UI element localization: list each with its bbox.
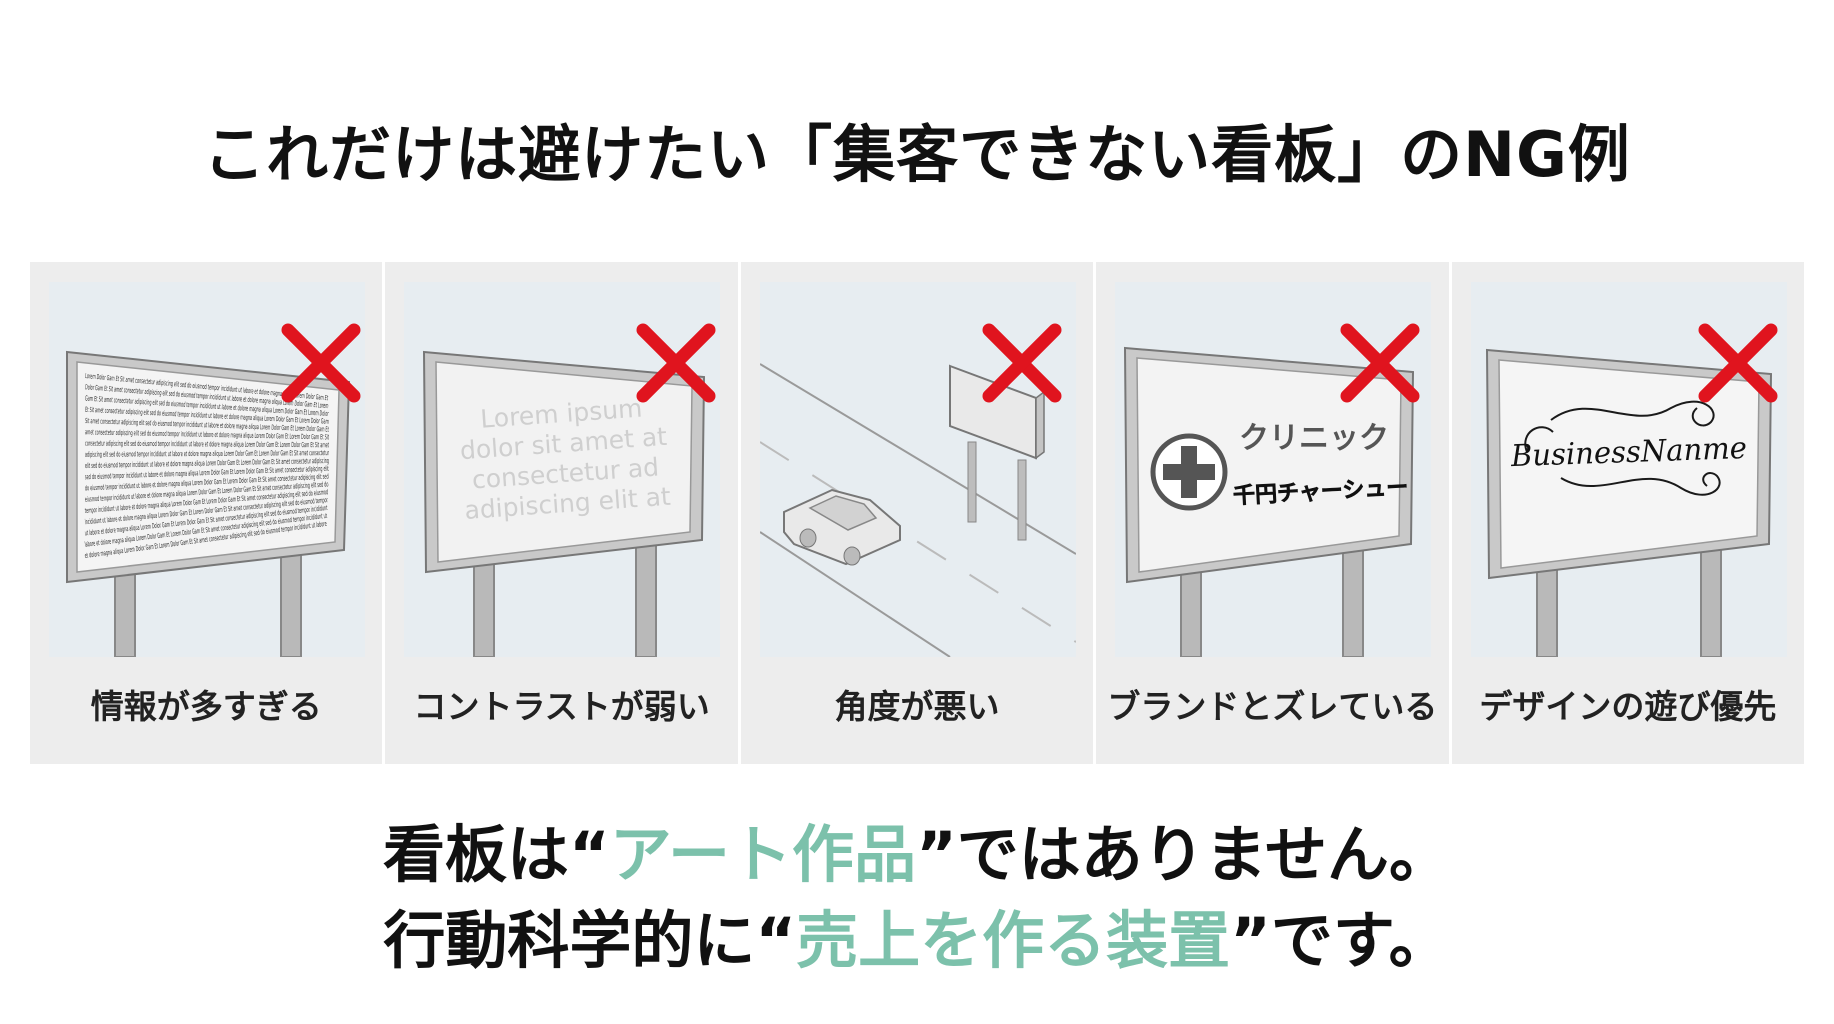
dense-text-line: adipiscing elit sed do eiusmod tempor in… <box>85 449 329 459</box>
billboard-illustration-angled <box>759 282 1076 657</box>
message-line-2: 行動科学的に“売上を作る装置”です。 <box>0 898 1834 984</box>
billboard-illustration-mismatch: クリニック 千円チャーシュー <box>1115 282 1432 657</box>
closing-message: 看板は“アート作品”ではありません。 行動科学的に“売上を作る装置”です。 <box>0 812 1834 984</box>
panel-caption: コントラストが弱い <box>413 687 710 726</box>
billboard-illustration-script: BusinessNanme <box>1470 282 1787 657</box>
billboard-illustration-faded: Lorem ipsum dolor sit amet at consectetu… <box>404 282 721 657</box>
panel-caption: 情報が多すぎる <box>90 687 322 726</box>
sign-text-business-name: BusinessNanme <box>1509 431 1747 474</box>
flourish-ornament-icon <box>1523 400 1721 496</box>
ng-panel-design-priority: BusinessNanme デザインの遊び優先 <box>1452 262 1804 764</box>
car-icon <box>782 488 901 566</box>
page-title: これだけは避けたい「集客できない看板」のNG例 <box>203 118 1631 191</box>
sign-text-clinic: クリニック <box>1239 421 1389 456</box>
message-highlight: 売上を作る装置 <box>796 904 1231 977</box>
message-text: 看板は“ <box>383 818 610 891</box>
cross-icon <box>982 323 1062 403</box>
ng-panel-weak-contrast: Lorem ipsum dolor sit amet at consectetu… <box>385 262 741 764</box>
cross-icon <box>1340 323 1420 403</box>
message-text: ”です。 <box>1230 904 1451 977</box>
message-text: ”ではありません。 <box>916 818 1451 891</box>
billboard-illustration-dense: Lorem Dolor Gam Et Sit amet consectetur … <box>49 282 365 657</box>
ng-examples-strip: Lorem Dolor Gam Et Sit amet consectetur … <box>30 262 1804 764</box>
dense-text-line: consectetur adipiscing elit sed do eiusm… <box>85 440 329 450</box>
cross-icon <box>281 323 361 403</box>
panel-caption: 角度が悪い <box>834 687 1000 726</box>
message-highlight: アート作品 <box>609 818 917 891</box>
ng-panel-brand-mismatch: クリニック 千円チャーシュー ブランドとズレている <box>1096 262 1452 764</box>
panel-caption: デザインの遊び優先 <box>1479 687 1777 726</box>
panel-caption: ブランドとズレている <box>1107 687 1438 726</box>
ng-panel-too-much-info: Lorem Dolor Gam Et Sit amet consectetur … <box>30 262 386 764</box>
ng-panel-bad-angle: 角度が悪い <box>741 262 1097 764</box>
medical-cross-icon <box>1150 433 1228 511</box>
message-text: 行動科学的に“ <box>383 904 797 977</box>
cross-icon <box>636 323 716 403</box>
cross-icon <box>1698 323 1778 403</box>
message-line-1: 看板は“アート作品”ではありません。 <box>0 812 1834 898</box>
